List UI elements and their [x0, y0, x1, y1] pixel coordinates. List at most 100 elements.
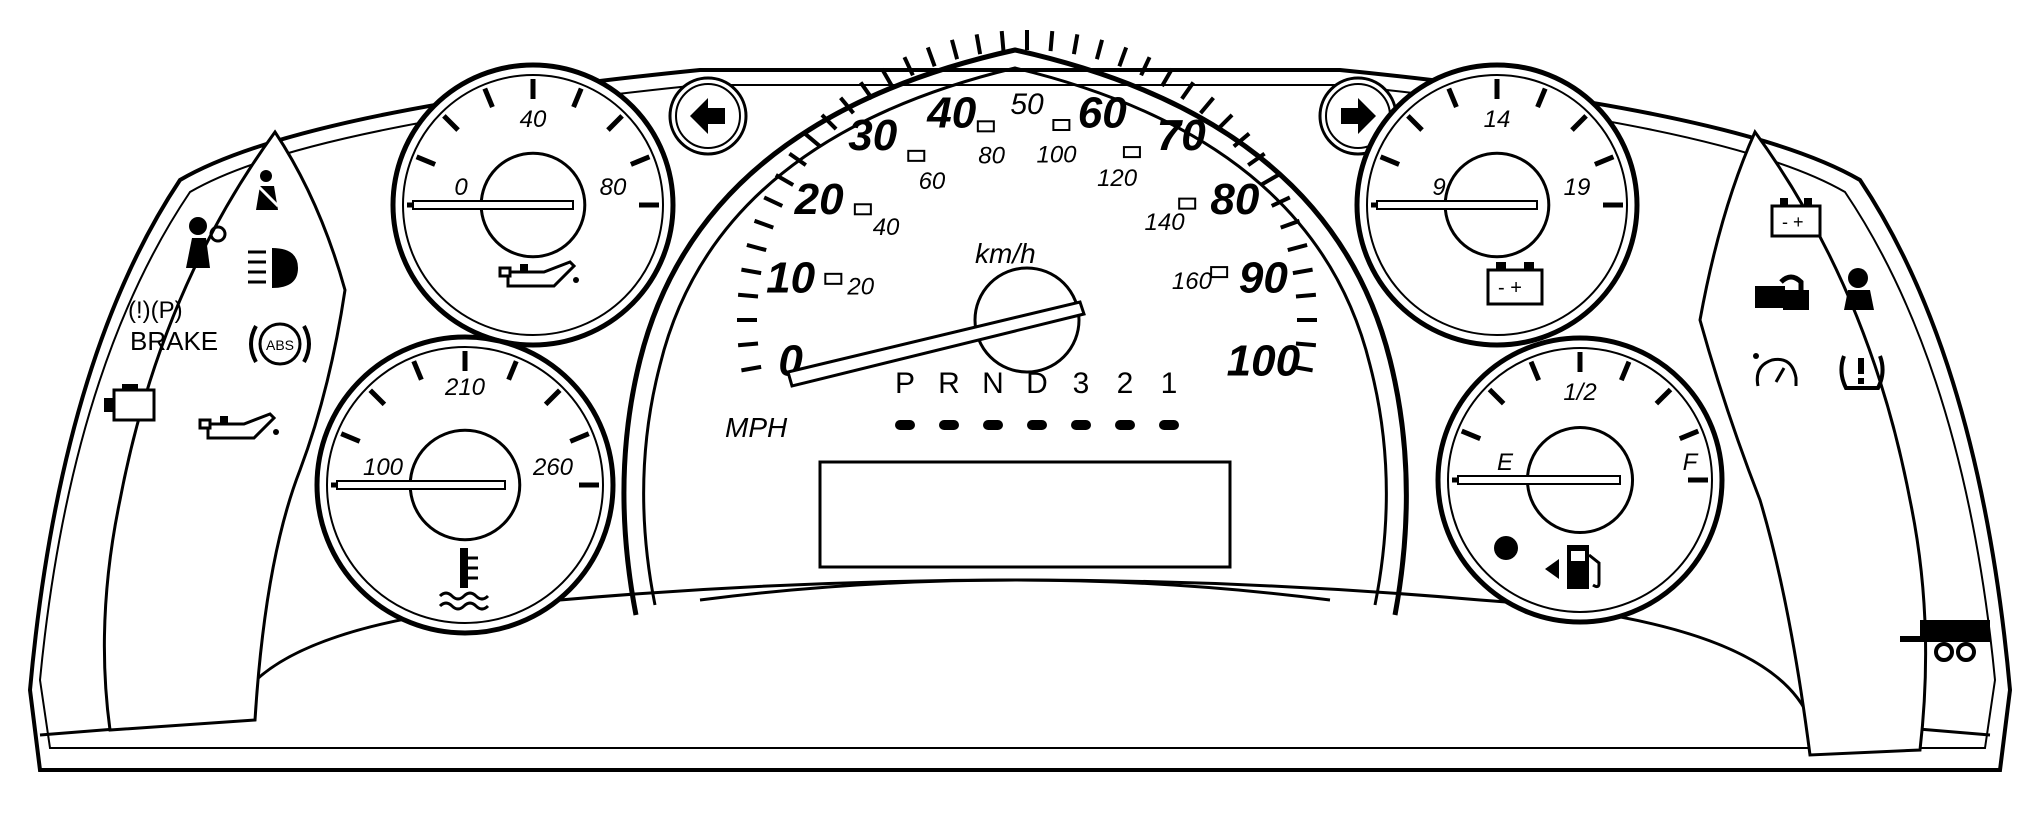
gauge-label: 9 [1432, 174, 1445, 201]
left-arrow-icon [690, 98, 725, 134]
tire-pressure-icon [1839, 355, 1885, 390]
mph-label: 20 [794, 175, 844, 224]
gauge-label: 40 [520, 106, 547, 133]
speed-tick [1160, 67, 1174, 88]
speed-tick [1270, 195, 1291, 208]
svg-text:ABS: ABS [266, 337, 294, 353]
kmh-unit-label: km/h [975, 238, 1036, 269]
kmh-tick [1210, 266, 1229, 279]
gear-label: 2 [1117, 367, 1134, 400]
mph-unit-label: MPH [725, 412, 788, 443]
speed-tick [741, 364, 762, 373]
gear-label: P [895, 367, 915, 400]
right-arrow-icon [1341, 98, 1376, 134]
kmh-tick [1052, 119, 1071, 132]
gauge-needle [1376, 200, 1538, 210]
speed-tick [1287, 243, 1308, 253]
headlamp-icon [248, 248, 298, 288]
speed-tick [974, 34, 983, 55]
brake-symbols: (!)(P) [128, 297, 183, 324]
gauge-tick [482, 87, 495, 109]
gear-label: D [1026, 367, 1048, 400]
gear-label: N [982, 367, 1004, 400]
gear-indicator [895, 420, 915, 430]
speed-tick [1216, 113, 1234, 131]
gauge-tick [543, 388, 562, 407]
speed-tick [1071, 34, 1080, 55]
gear-indicator [939, 420, 959, 430]
gauge-tick [368, 388, 387, 407]
speed-tick [1139, 56, 1152, 77]
mph-label: 10 [766, 253, 815, 302]
gauge-tick [1528, 360, 1541, 382]
speed-tick [839, 96, 855, 115]
gauge-tick [1406, 114, 1424, 132]
gauge-needle [1457, 475, 1621, 485]
oil-warning-icon [198, 412, 279, 440]
mph-label: 50 [1010, 88, 1044, 121]
gauge-tick [506, 360, 519, 381]
airbag-icon [186, 217, 227, 268]
mph-label: 30 [848, 111, 897, 160]
speed-tick [1292, 267, 1313, 276]
kmh-tick [1122, 146, 1141, 159]
left-turn-signal [668, 76, 748, 156]
kmh-tick [976, 120, 995, 133]
speed-tick [950, 39, 960, 60]
gauge-tick [1593, 154, 1615, 167]
cluster-housing [27, 68, 2013, 772]
gear-indicator [983, 420, 1003, 430]
speed-tick [859, 81, 874, 100]
speedometer-needle [786, 300, 1086, 388]
mph-label: 70 [1157, 111, 1206, 160]
gauge-tick [1487, 387, 1506, 406]
speed-tick [774, 173, 795, 187]
cruise-icon [1753, 353, 1798, 387]
speed-tick [788, 152, 807, 167]
mph-label: 40 [926, 88, 976, 137]
gauge-tick [411, 360, 424, 381]
kmh-label: 20 [846, 274, 874, 301]
seatbelt-icon [254, 170, 280, 210]
gauge-tick [442, 114, 460, 132]
speed-tick [1280, 218, 1301, 230]
gear-indicator [1027, 420, 1047, 430]
gauge-label: 100 [363, 454, 404, 481]
speed-tick [999, 30, 1006, 52]
kmh-label: 140 [1145, 209, 1186, 236]
speed-tick [1180, 81, 1195, 100]
gauge-label: 80 [600, 174, 627, 201]
gear-label: 3 [1073, 367, 1090, 400]
gauge-tick [1446, 87, 1459, 109]
speed-tick [753, 218, 774, 230]
brake-label: BRAKE [130, 326, 218, 356]
battery-icon: - + [1486, 262, 1544, 306]
fuel-dot-icon [1494, 536, 1518, 560]
charging-battery-icon: - + [1770, 198, 1822, 238]
thermometer-icon [438, 548, 490, 611]
speed-tick [1232, 132, 1251, 148]
kmh-label: 120 [1097, 165, 1138, 192]
gauge-needle [412, 200, 574, 210]
mph-label: 60 [1078, 88, 1127, 137]
gauge-tick [1460, 428, 1482, 441]
svg-text:- +: - + [1498, 277, 1522, 299]
oil-pressure-gauge: 0 40 80 [390, 62, 676, 348]
gauge-label: 0 [454, 174, 468, 201]
speed-tick [925, 46, 937, 67]
kmh-label: 60 [919, 168, 946, 195]
security-icon [1755, 274, 1809, 310]
gauge-label: 14 [1484, 106, 1511, 133]
service-icon [1844, 268, 1874, 310]
svg-text:- +: - + [1782, 212, 1804, 232]
speed-tick [1295, 292, 1317, 299]
gauge-tick [1678, 428, 1700, 441]
gauge-tick [1654, 387, 1673, 406]
mph-label: 90 [1239, 253, 1288, 302]
gauge-tick [629, 154, 651, 167]
gauge-tick [415, 154, 437, 167]
